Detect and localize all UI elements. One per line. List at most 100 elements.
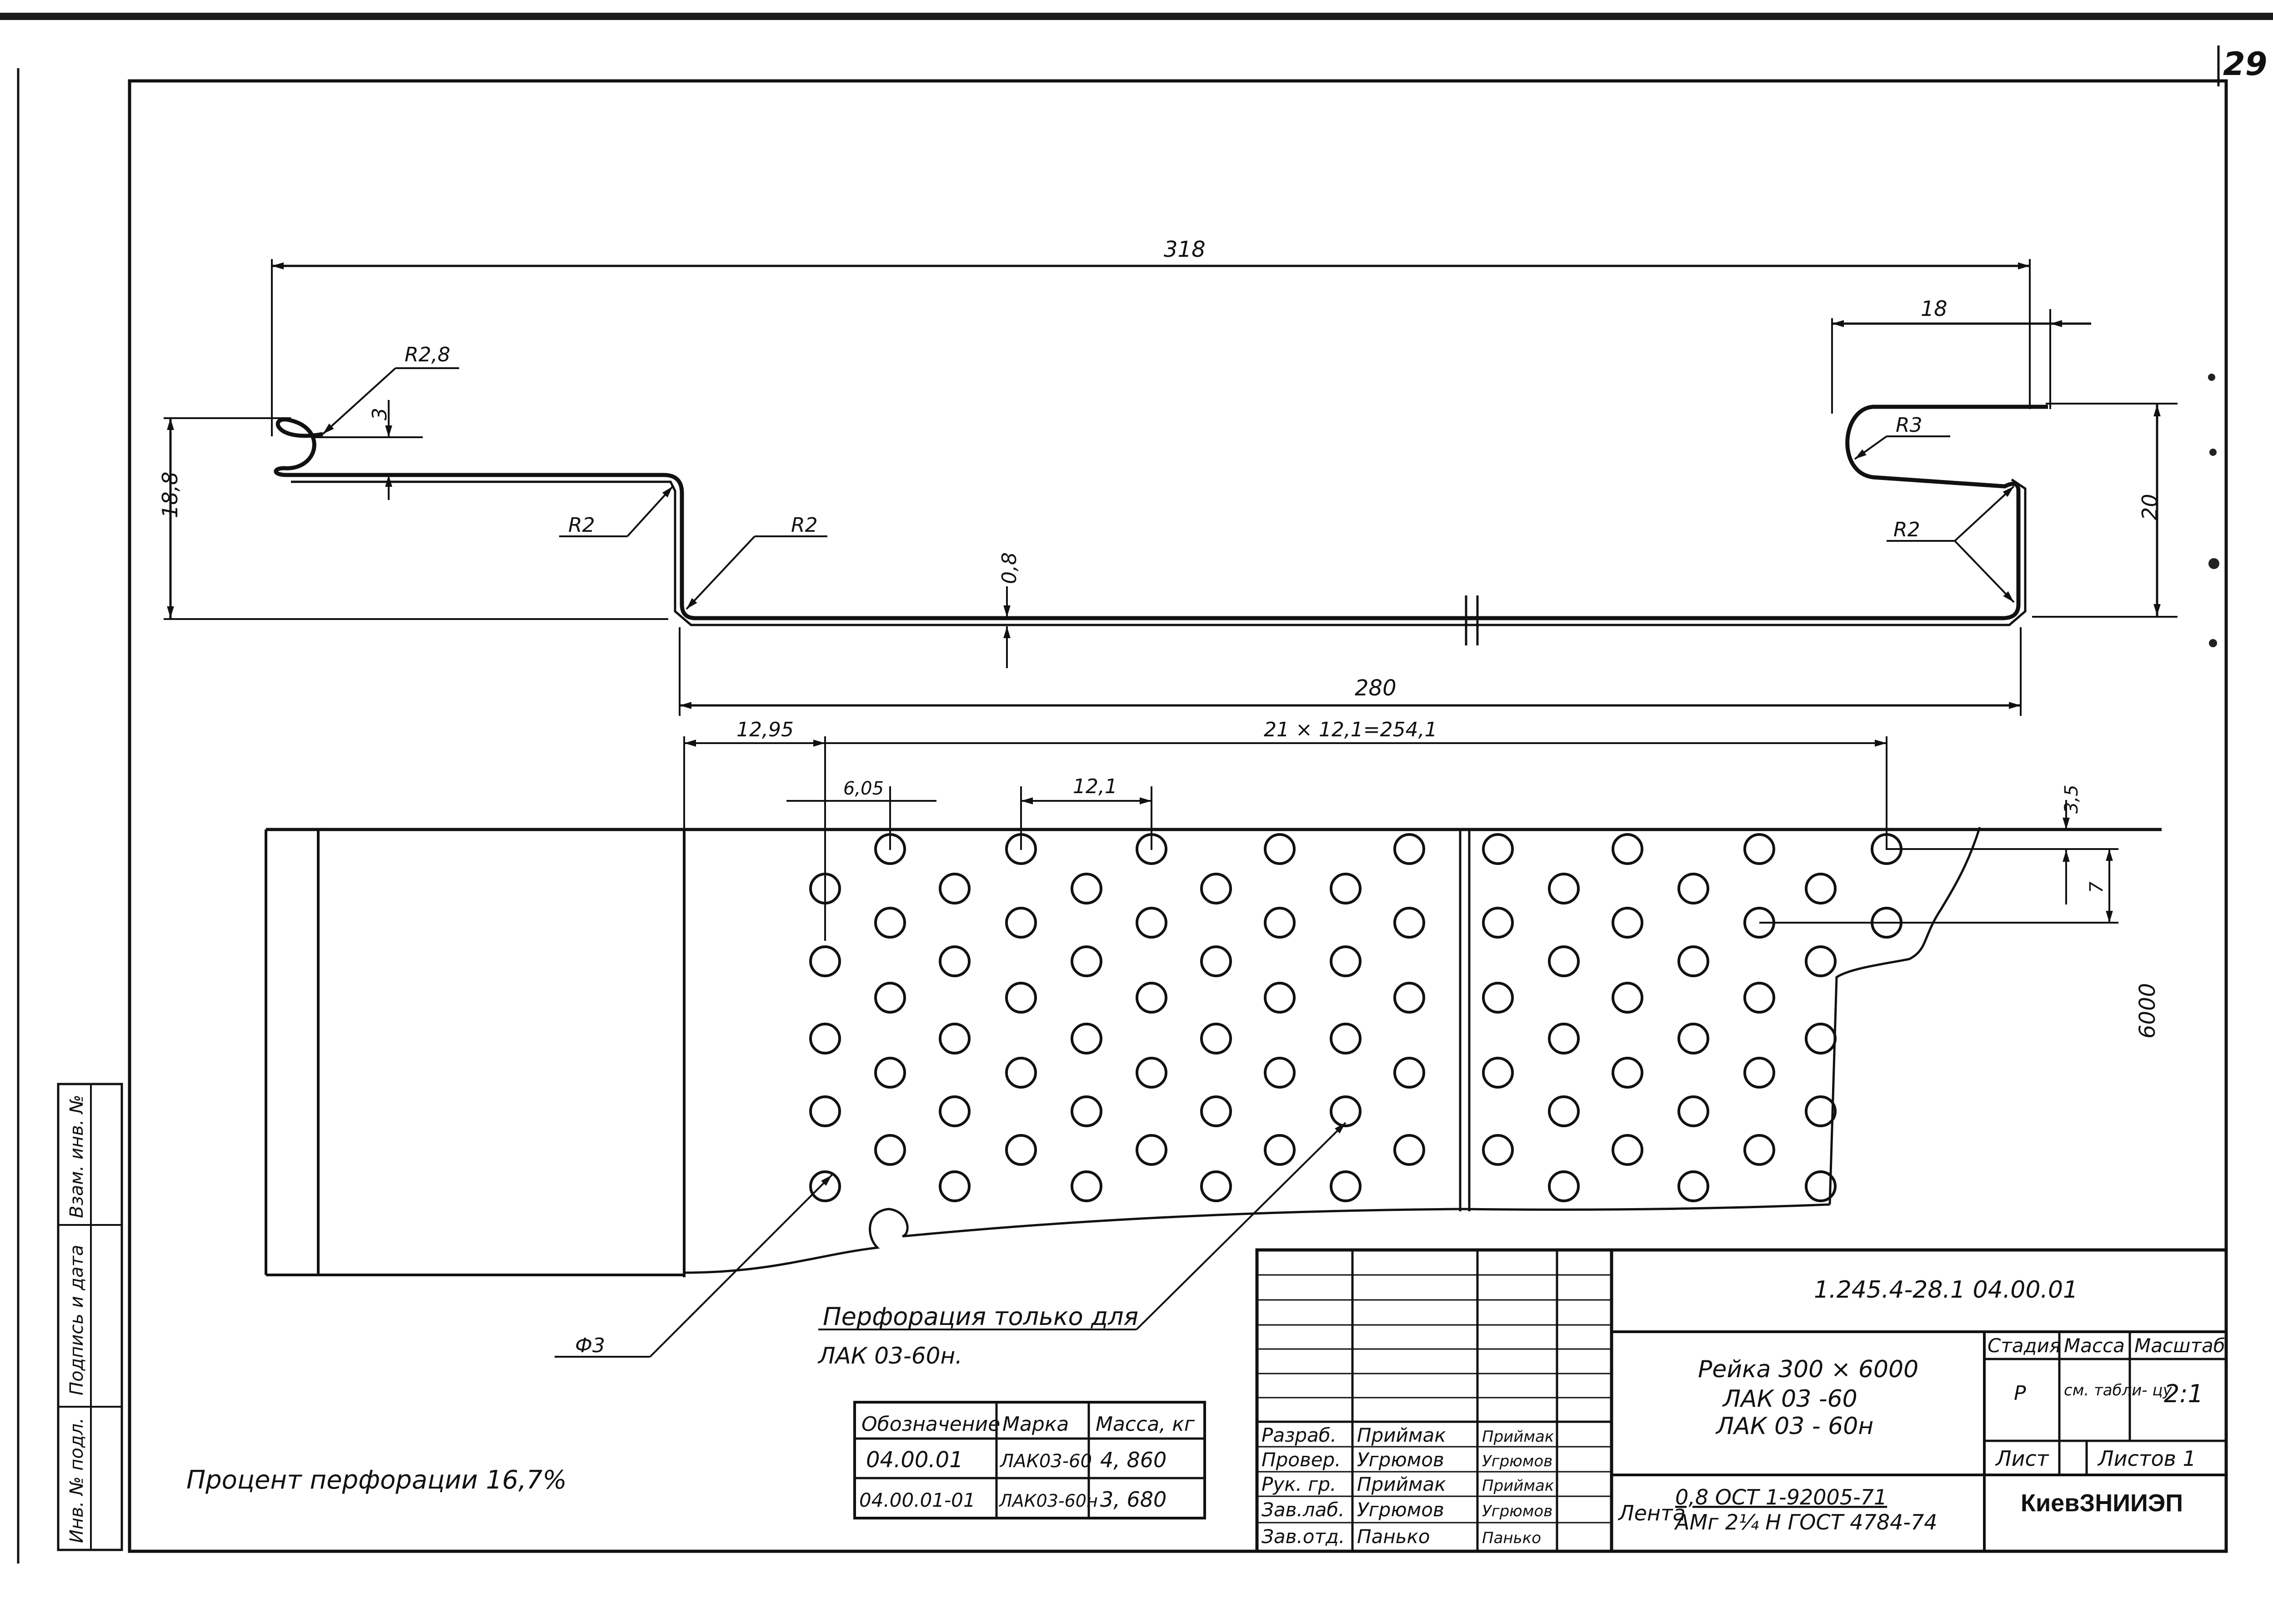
- perforation-hole: [1393, 907, 1425, 939]
- r2-right-text: R2: [1893, 518, 1920, 541]
- perforation-hole: [1743, 1057, 1775, 1089]
- mass-header: Масса: [2064, 1334, 2125, 1357]
- perforation-hole: [1005, 982, 1037, 1014]
- r2-left-lower-leader: [686, 535, 756, 610]
- title-line-1: Рейка 300 × 6000: [1698, 1356, 1918, 1383]
- marks-row1-mark: ЛАК03-60: [999, 1451, 1092, 1472]
- perforation-hole: [1548, 945, 1580, 977]
- r2-left-lower-text: R2: [791, 514, 818, 537]
- note-line1: Перфорация только для: [823, 1302, 1138, 1331]
- r2-left-upper-leader: [626, 485, 674, 537]
- perforation-hole: [874, 982, 906, 1014]
- perforation-hole: [1482, 833, 1514, 865]
- perforation-hole: [1677, 1170, 1709, 1202]
- left-strip-label-3: Инв. № подл.: [66, 1418, 87, 1543]
- perforation-hole: [1743, 1134, 1775, 1166]
- perforation-hole: [1071, 1095, 1102, 1127]
- dim-20-text: 20: [2138, 494, 2162, 520]
- perforation-hole: [1548, 1170, 1580, 1202]
- sign-mark-1: Приймак: [1482, 1428, 1554, 1446]
- perforation-hole: [1482, 1057, 1514, 1089]
- sign-name-1: Приймак: [1357, 1424, 1446, 1446]
- r2-right-leader-2: [1954, 540, 2015, 603]
- left-strip-label-2: Подпись и дата: [66, 1245, 87, 1395]
- perforation-hole: [939, 945, 971, 977]
- perforation-hole: [1393, 833, 1425, 865]
- marks-header-mark: Марка: [1002, 1413, 1069, 1436]
- perforation-hole: [1612, 833, 1643, 865]
- perforation-hole: [939, 873, 971, 904]
- perforation-hole: [1677, 1095, 1709, 1127]
- perforation-hole: [1200, 1095, 1232, 1127]
- perforation-hole: [1677, 873, 1709, 904]
- r28-text: R2,8: [405, 343, 451, 366]
- perforation-hole: [1330, 1170, 1362, 1202]
- perforation-hole: [1330, 873, 1362, 904]
- document-code: 1.245.4-28.1 04.00.01: [1814, 1276, 2078, 1304]
- sign-name-2: Угрюмов: [1357, 1449, 1444, 1471]
- r28-leader: [322, 367, 396, 435]
- perforation-hole: [939, 1095, 971, 1127]
- sign-name-4: Угрюмов: [1357, 1499, 1444, 1521]
- perforation-hole: [1393, 982, 1425, 1014]
- perforation-hole: [1677, 945, 1709, 977]
- mass-value: см. табли- цу: [2064, 1381, 2173, 1399]
- plan-right-break: [1828, 827, 1981, 1205]
- sheets-label: Листов 1: [2097, 1446, 2196, 1471]
- dim-188-text: 18,8: [158, 472, 182, 518]
- perforation-hole: [1743, 833, 1775, 865]
- perforation-hole: [1393, 1134, 1425, 1166]
- dim-18-text: 18: [1921, 296, 1948, 321]
- perforation-hole: [1200, 1023, 1232, 1054]
- scan-mark: [2208, 558, 2219, 569]
- sign-role-2: Провер.: [1262, 1449, 1341, 1471]
- profile-outline: [274, 405, 2048, 620]
- marks-header-mass: Масса, кг: [1096, 1413, 1195, 1436]
- corner-sheet-number: 29: [2223, 45, 2267, 83]
- dim-121-text: 12,1: [1073, 775, 1117, 798]
- marks-row1-mass: 4, 860: [1100, 1448, 1167, 1472]
- perforation-hole: [1264, 833, 1296, 865]
- stage-value: Р: [2014, 1382, 2026, 1405]
- drawing-frame: [128, 79, 2228, 1553]
- r3-text: R3: [1896, 414, 1923, 437]
- top-edge-line: [0, 13, 2273, 20]
- perforation-hole: [1805, 1023, 1837, 1054]
- sign-mark-2: Угрюмов: [1482, 1452, 1552, 1470]
- perforation-hole: [1071, 1170, 1102, 1202]
- sign-name-3: Приймак: [1357, 1473, 1446, 1495]
- perforation-hole: [1805, 945, 1837, 977]
- perforation-hole: [809, 1095, 841, 1127]
- material-label: Лента: [1617, 1501, 1686, 1525]
- perforation-hole: [1548, 1023, 1580, 1054]
- perforation-hole: [809, 1023, 841, 1054]
- scan-mark: [2209, 449, 2217, 456]
- sign-role-5: Зав.отд.: [1262, 1525, 1345, 1548]
- perforation-hole: [1612, 982, 1643, 1014]
- perforation-hole: [1482, 907, 1514, 939]
- dim-6000-text: 6000: [2135, 983, 2160, 1039]
- material-line-1: 0,8 ОСТ 1-92005-71: [1675, 1485, 1887, 1509]
- perforation-hole: [809, 1170, 841, 1202]
- perforation-hole: [1200, 945, 1232, 977]
- perforation-holes: [809, 833, 1903, 1202]
- perforation-hole: [1005, 1134, 1037, 1166]
- profile-inner-line: [291, 478, 2027, 626]
- organization-name: КиевЗНИИЭП: [2021, 1489, 2183, 1517]
- sign-role-4: Зав.лаб.: [1262, 1499, 1345, 1521]
- material-line-2: АМг 2¼ Н ГОСТ 4784-74: [1674, 1510, 1938, 1534]
- perforation-hole: [1200, 1170, 1232, 1202]
- hole-leader: [649, 1174, 833, 1358]
- title-line-2: ЛАК 03 -60: [1722, 1385, 1857, 1413]
- perforation-hole: [1330, 945, 1362, 977]
- sign-mark-5: Панько: [1482, 1529, 1541, 1547]
- dim-3-text: 3: [368, 408, 391, 420]
- dim-08-text: 0,8: [998, 552, 1021, 584]
- title-block-frame: [1255, 1248, 2228, 1553]
- perforation-hole: [1264, 982, 1296, 1014]
- perforation-hole: [939, 1023, 971, 1054]
- sign-mark-3: Приймак: [1482, 1477, 1554, 1495]
- perforation-hole: [1330, 1023, 1362, 1054]
- dim-318-text: 318: [1164, 237, 1206, 262]
